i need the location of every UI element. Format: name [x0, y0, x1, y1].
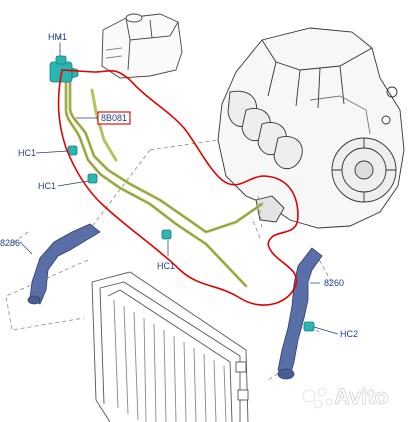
coolant-pipe-outline	[65, 80, 263, 287]
label-hc2: HC2	[340, 329, 358, 339]
expansion-tank-icon	[101, 13, 183, 79]
label-hc1-mid: HC1	[38, 181, 56, 191]
clip-icon	[67, 145, 315, 332]
label-hc1-bottom: HC1	[157, 261, 175, 271]
radiator-icon	[91, 271, 249, 422]
label-8260: 8260	[324, 278, 344, 288]
highlight-outline	[57, 69, 299, 306]
label-hc1-top: HC1	[18, 148, 36, 158]
label-8286: 8286	[0, 238, 20, 248]
label-8b081: 8B081	[101, 113, 127, 123]
callout-lines	[19, 44, 339, 335]
engine-icon	[217, 27, 405, 229]
pump-icon	[49, 55, 79, 83]
watermark-text: Avito	[334, 384, 388, 409]
label-hm1: HM1	[48, 32, 67, 42]
hose-icon	[27, 223, 323, 380]
avito-logo-icon	[302, 387, 333, 409]
label-8b081-box	[97, 111, 131, 125]
